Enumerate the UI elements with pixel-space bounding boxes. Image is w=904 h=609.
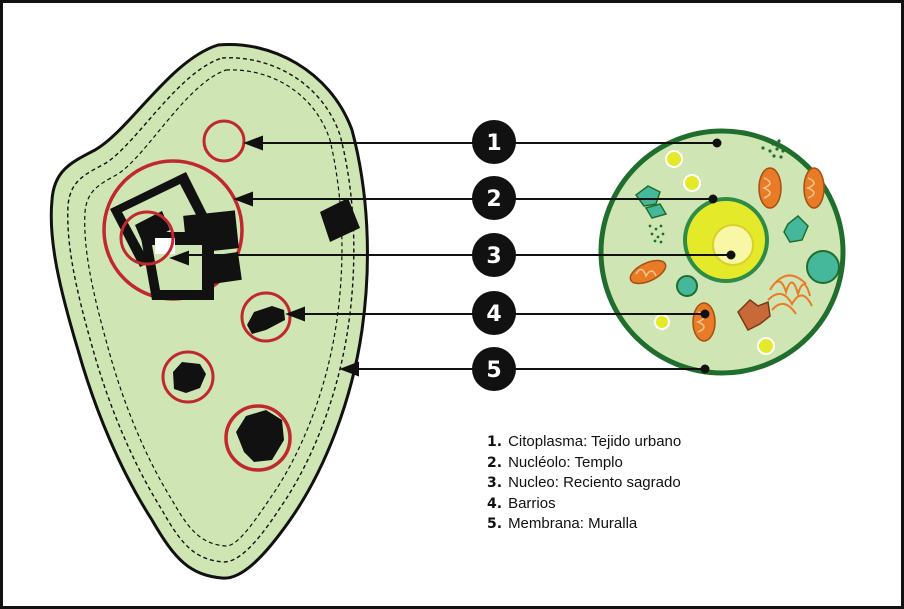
neighborhood-blob-2 [173, 362, 206, 393]
callout-marker-1: 1 [472, 120, 516, 164]
lysosome [737, 299, 771, 331]
legend-number: 3. [487, 475, 503, 491]
mitochondria [629, 167, 825, 342]
arrow-dot-3 [726, 250, 736, 260]
temple-circle [119, 210, 175, 266]
arrow-dot-5 [700, 364, 710, 374]
neighborhood-circle-3 [224, 404, 292, 472]
legend-number: 2. [487, 454, 503, 471]
city-wall [49, 42, 369, 580]
legend: 1. Citoplasma: Tejido urbano 2. Nucléolo: … [487, 432, 681, 535]
legend-item-3: 3. Nucleo: Reciento sagrado [487, 473, 681, 494]
wall-inner-dashed-2 [84, 69, 343, 547]
urban-tissue-circle [202, 119, 246, 163]
vesicles [654, 150, 775, 355]
arrow-head-2 [233, 191, 253, 207]
biological-cell [598, 128, 846, 376]
vacuole-large [806, 250, 840, 284]
legend-number: 1. [487, 434, 503, 450]
golgi-3 [783, 214, 809, 243]
neighborhood-circle-2 [161, 350, 215, 404]
legend-item-2: 2. Nucléolo: Templo [487, 453, 681, 474]
callout-marker-5: 5 [472, 347, 516, 391]
callout-number-5: 5 [486, 358, 501, 383]
outer-building [320, 198, 360, 242]
arrow-dot-4 [700, 309, 710, 319]
arrow-dot-1 [712, 138, 722, 148]
callout-number-2: 2 [486, 187, 501, 212]
neighborhood-circle-1 [240, 291, 292, 343]
callout-marker-2: 2 [472, 176, 516, 220]
arrow-head-1 [243, 135, 263, 151]
golgi-2 [644, 203, 668, 219]
callout-marker-3: 3 [472, 233, 516, 277]
callout-number-4: 4 [486, 302, 501, 327]
legend-text: Membrana: Muralla [508, 515, 638, 532]
callout-number-3: 3 [486, 244, 501, 269]
arrow-head-3 [169, 250, 189, 266]
endoplasmic-reticulum [767, 274, 813, 315]
legend-text: Citoplasma: Tejido urbano [508, 433, 682, 450]
city-shape [49, 42, 369, 580]
neighborhood-blob-3 [236, 410, 284, 462]
neighborhood-blob-1 [247, 306, 285, 334]
legend-text: Nucleo: Reciento sagrado [508, 474, 681, 491]
legend-item-1: 1. Citoplasma: Tejido urbano [487, 432, 681, 453]
legend-number: 4. [487, 495, 503, 512]
legend-text: Nucléolo: Templo [508, 453, 623, 471]
legend-number: 5. [487, 516, 503, 532]
legend-item-4: 4. Barrios [487, 494, 681, 515]
callout-number-1: 1 [486, 131, 501, 156]
arrow-head-5 [339, 361, 359, 377]
arrow-dot-2 [708, 194, 718, 204]
vacuole-small [676, 275, 698, 297]
legend-item-5: 5. Membrana: Muralla [487, 514, 681, 535]
wall-inner-dashed-1 [67, 57, 355, 563]
legend-text: Barrios [508, 494, 556, 512]
ribosome-dots [648, 138, 785, 244]
arrow-head-4 [285, 306, 305, 322]
callout-marker-4: 4 [472, 291, 516, 335]
